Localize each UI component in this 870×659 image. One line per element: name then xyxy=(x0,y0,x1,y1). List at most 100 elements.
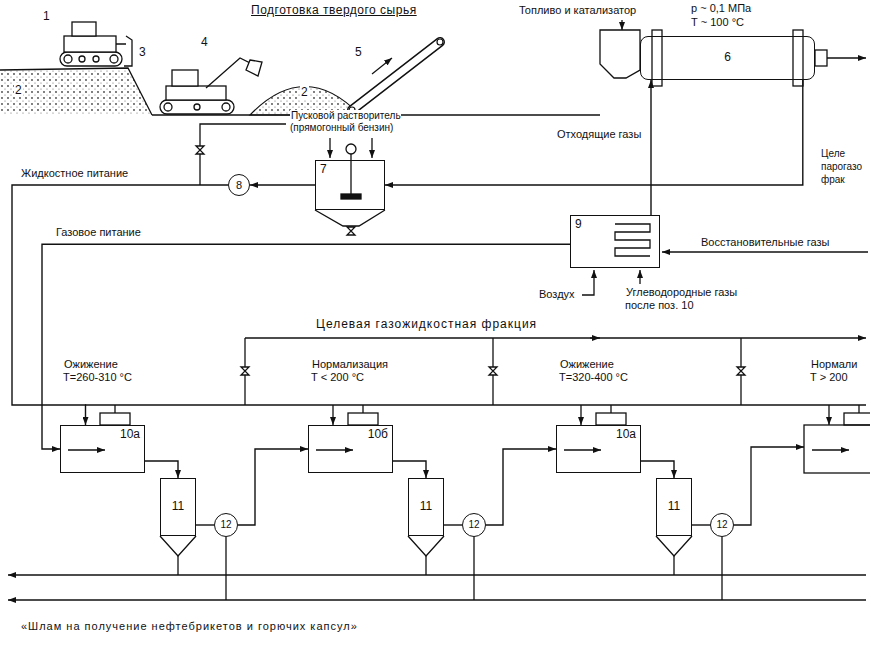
pump-circle: 12 xyxy=(462,513,486,537)
belt-conveyor xyxy=(437,39,443,45)
drum-details xyxy=(621,20,622,30)
drum-details xyxy=(793,30,803,86)
node-label: 11 xyxy=(420,500,432,514)
node-label: 10б xyxy=(368,427,388,441)
product-lines xyxy=(241,367,249,375)
flow-line xyxy=(196,524,214,525)
node-label: 11 xyxy=(172,500,184,514)
stream-label: Целе xyxy=(820,148,846,160)
product-lines xyxy=(245,337,866,338)
drum-details xyxy=(600,30,640,78)
product-lines xyxy=(85,404,866,405)
flow-label-text: Отходящие газы xyxy=(556,128,642,140)
excavator-icon xyxy=(246,60,262,76)
node-label: 11 xyxy=(668,500,680,514)
product-lines xyxy=(610,405,611,413)
stage-label-text: Нормали Т > 200 xyxy=(810,358,857,383)
bulldozer-icon xyxy=(60,22,132,66)
section-title-text: Подготовка твердого сырья xyxy=(250,3,418,17)
reactor-box: 10б xyxy=(308,425,393,473)
input-label-text: Восстановительные газы xyxy=(700,236,830,248)
flow-line xyxy=(238,449,308,525)
callout-number: 2 xyxy=(300,86,309,100)
flow-line xyxy=(692,524,710,525)
node-label: 10а xyxy=(616,427,636,441)
node-label: 7 xyxy=(320,162,327,176)
stage-label-text: Ожижение Т=260-310 °С xyxy=(63,358,133,383)
callout-number: 1 xyxy=(42,10,51,24)
stage-label: Ожижение Т=260-310 °С xyxy=(63,358,143,383)
product-lines xyxy=(858,405,859,413)
bulldozer-icon xyxy=(64,36,116,52)
separator-box: 11 xyxy=(160,478,196,536)
product-lines xyxy=(489,367,497,375)
flow-line xyxy=(393,461,426,478)
belt-conveyor xyxy=(352,42,440,110)
flow-label: Жидкостное питание xyxy=(20,167,129,180)
product-lines xyxy=(114,405,115,413)
flow-line xyxy=(12,185,228,425)
stream-label: фрак xyxy=(820,174,846,186)
product-lines xyxy=(844,413,870,425)
stream-label-text: парогазо xyxy=(820,161,863,172)
callout-number-text: 2 xyxy=(14,83,23,97)
bulldozer-icon xyxy=(79,56,85,62)
sludge-lines xyxy=(160,536,196,556)
heater-details xyxy=(615,224,650,256)
sludge-lines xyxy=(721,537,722,600)
mixer-details xyxy=(341,194,361,199)
mixer-details xyxy=(347,227,355,235)
stream-label-text: фрак xyxy=(820,174,846,185)
node-label: 6 xyxy=(724,51,731,65)
excavator-icon xyxy=(172,70,198,86)
stage-label-text: Нормализация Т < 200 °С xyxy=(311,358,388,383)
pump-circle: 12 xyxy=(710,513,734,537)
condition-label: Т ~ 100 °С xyxy=(690,16,745,29)
product-lines xyxy=(332,405,333,425)
reactor-box: 10а xyxy=(556,425,641,473)
drum-details xyxy=(815,50,827,66)
condition-label-text: Т ~ 100 °С xyxy=(690,16,745,28)
product-lines xyxy=(316,449,353,450)
input-label: Восстановительные газы xyxy=(700,236,830,249)
belt-conveyor xyxy=(349,39,443,113)
input-label: Топливо и катализатор xyxy=(518,4,637,17)
bulldozer-icon xyxy=(60,52,122,66)
heater-details xyxy=(582,224,868,295)
separator-box: 11 xyxy=(408,478,444,536)
sludge-lines xyxy=(8,574,866,575)
separator-box: 11 xyxy=(656,478,692,536)
drum-dryer: 6 xyxy=(640,36,815,80)
flow-line xyxy=(385,80,803,185)
mixer-details xyxy=(329,138,330,158)
input-label: Углеводородные газы после поз. 10 xyxy=(625,286,755,311)
callout-number: 3 xyxy=(138,46,147,60)
callout-number: 2 xyxy=(14,84,23,98)
flow-line xyxy=(650,80,651,215)
input-label-text: Углеводородные газы после поз. 10 xyxy=(625,286,737,311)
flow-line xyxy=(444,524,462,525)
drum-details xyxy=(600,20,866,86)
mixer-details xyxy=(371,138,372,158)
section-title: Подготовка твердого сырья xyxy=(250,4,418,18)
product-lines xyxy=(348,413,378,425)
output-label: «Шлам на получение нефтебрикетов и горюч… xyxy=(20,620,359,633)
product-lines xyxy=(580,405,581,425)
callout-number-text: 2 xyxy=(300,85,309,99)
sludge-lines xyxy=(408,536,444,556)
node-label: 12 xyxy=(468,519,479,531)
excavator-icon xyxy=(164,103,172,111)
drum-details xyxy=(827,57,866,58)
output-label-text: «Шлам на получение нефтебрикетов и горюч… xyxy=(20,620,359,632)
flow-line xyxy=(641,461,674,478)
node-label: 8 xyxy=(236,179,242,192)
stage-label: Нормали Т > 200 xyxy=(810,358,862,383)
stream-label: Целевая газожидкостная фракция xyxy=(315,318,538,332)
stream-label-text: Целе xyxy=(820,148,846,159)
flow-label-text: Жидкостное питание xyxy=(20,167,129,179)
product-lines xyxy=(590,337,600,338)
sludge-lines xyxy=(177,556,178,575)
node-label: 9 xyxy=(575,217,582,231)
sludge-lines xyxy=(8,599,866,600)
heater-details xyxy=(582,270,594,295)
